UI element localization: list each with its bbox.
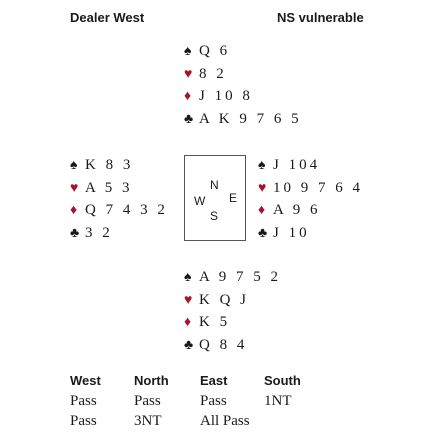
- diamond-icon: ♦: [184, 315, 192, 330]
- east-diamonds: ♦A 9 6: [258, 199, 363, 222]
- heart-icon: ♥: [258, 180, 267, 196]
- heart-icon: ♥: [184, 66, 193, 82]
- west-hearts: ♥A 5 3: [70, 177, 168, 200]
- bid-cell: Pass: [200, 393, 227, 409]
- compass-south: S: [210, 209, 219, 223]
- compass-north: N: [210, 178, 219, 192]
- east-hand: ♠J 104 ♥10 9 7 6 4 ♦A 9 6 ♣J 10: [258, 154, 363, 244]
- vulnerability-label: NS vulnerable: [277, 10, 364, 25]
- club-icon: ♣: [184, 111, 194, 127]
- north-hand: ♠Q 6 ♥8 2 ♦J 10 8 ♣A K 9 7 6 5: [184, 40, 302, 130]
- diamond-icon: ♦: [184, 89, 192, 104]
- heart-icon: ♥: [184, 292, 193, 308]
- north-clubs: ♣A K 9 7 6 5: [184, 108, 302, 131]
- bid-cell: 3NT: [134, 413, 162, 429]
- north-spades: ♠Q 6: [184, 40, 302, 63]
- south-clubs: ♣Q 8 4: [184, 334, 281, 357]
- north-diamonds: ♦J 10 8: [184, 85, 302, 108]
- spade-icon: ♠: [184, 270, 192, 285]
- auction-header-south: South: [264, 373, 301, 388]
- club-icon: ♣: [258, 225, 268, 241]
- compass-west: W: [194, 194, 206, 208]
- diamond-icon: ♦: [258, 203, 266, 218]
- north-hearts: ♥8 2: [184, 63, 302, 86]
- south-diamonds: ♦K 5: [184, 311, 281, 334]
- dealer-label: Dealer West: [70, 10, 145, 25]
- east-clubs: ♣J 10: [258, 222, 363, 245]
- auction-header-east: East: [200, 373, 228, 388]
- bid-cell: Pass: [134, 393, 161, 409]
- spade-icon: ♠: [258, 158, 266, 173]
- bid-cell: 1NT: [264, 393, 292, 409]
- spade-icon: ♠: [70, 158, 78, 173]
- spade-icon: ♠: [184, 44, 192, 59]
- compass-east: E: [229, 191, 238, 205]
- diamond-icon: ♦: [70, 203, 78, 218]
- west-hand: ♠K 8 3 ♥A 5 3 ♦Q 7 4 3 2 ♣3 2: [70, 154, 168, 244]
- auction-header-north: North: [134, 373, 169, 388]
- bid-cell: All Pass: [200, 413, 250, 429]
- east-spades: ♠J 104: [258, 154, 363, 177]
- heart-icon: ♥: [70, 180, 79, 196]
- west-clubs: ♣3 2: [70, 222, 168, 245]
- auction-header-west: West: [70, 373, 101, 388]
- club-icon: ♣: [70, 225, 80, 241]
- compass-box: N W E S: [184, 155, 246, 241]
- club-icon: ♣: [184, 337, 194, 353]
- south-spades: ♠A 9 7 5 2: [184, 266, 281, 289]
- bid-cell: Pass: [70, 393, 97, 409]
- west-diamonds: ♦Q 7 4 3 2: [70, 199, 168, 222]
- south-hand: ♠A 9 7 5 2 ♥K Q J ♦K 5 ♣Q 8 4: [184, 266, 281, 356]
- west-spades: ♠K 8 3: [70, 154, 168, 177]
- bid-cell: Pass: [70, 413, 97, 429]
- east-hearts: ♥10 9 7 6 4: [258, 177, 363, 200]
- south-hearts: ♥K Q J: [184, 289, 281, 312]
